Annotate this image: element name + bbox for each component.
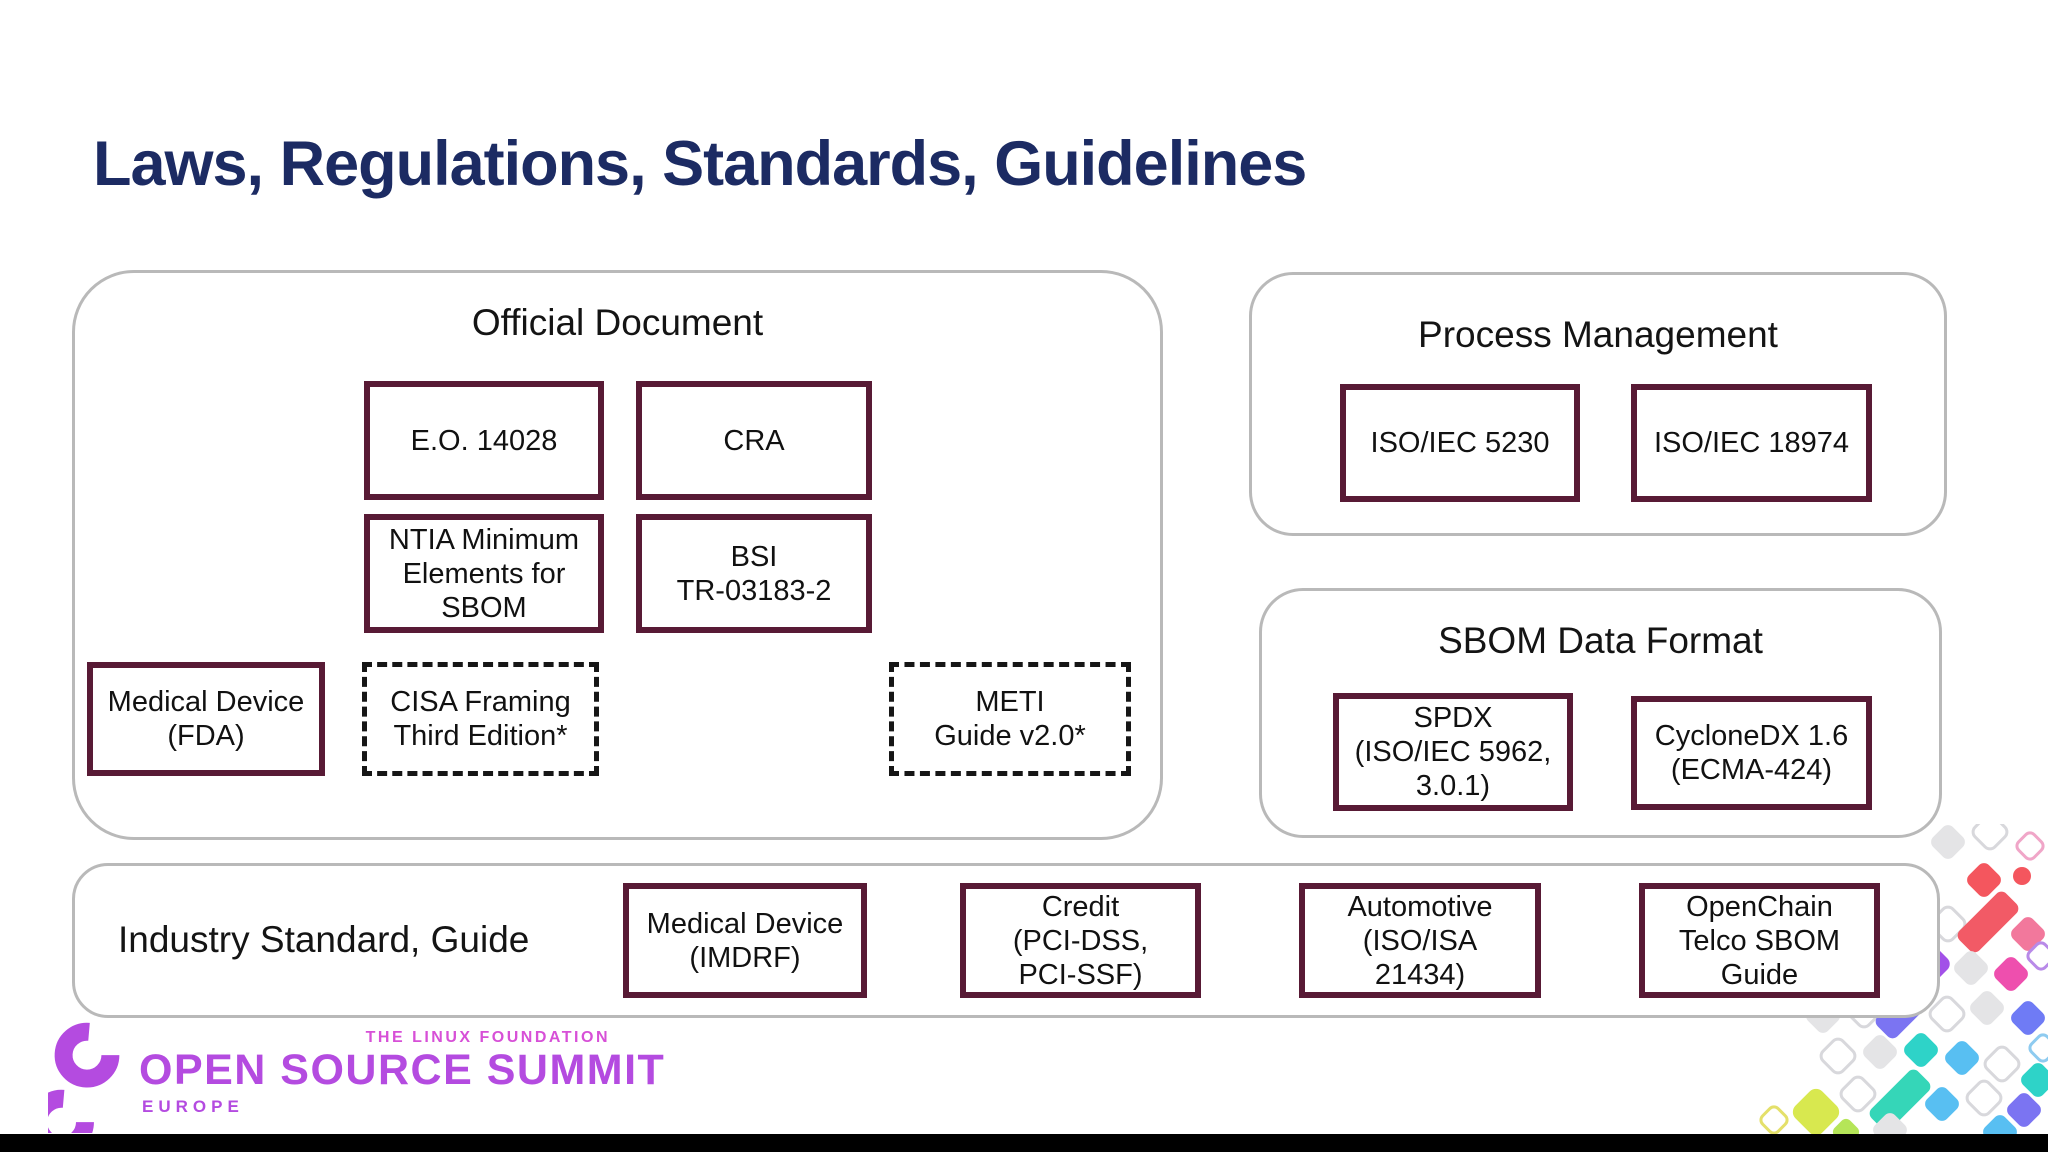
box-eo-14028: E.O. 14028 [364, 381, 604, 500]
box-automotive-iso-isa-21434: Automotive (ISO/ISA 21434) [1299, 883, 1541, 998]
letterbox-bar [0, 1134, 2048, 1152]
box-bsi-tr-03183-2: BSI TR-03183-2 [636, 514, 872, 633]
sbom-data-format-heading: SBOM Data Format [1438, 620, 1763, 661]
box-cisa-framing-third-edition: CISA Framing Third Edition* [362, 662, 599, 776]
box-meti-guide-v2: METI Guide v2.0* [889, 662, 1131, 776]
page-title: Laws, Regulations, Standards, Guidelines [93, 129, 1307, 199]
box-cra: CRA [636, 381, 872, 500]
open-source-summit-label: OPEN SOURCE SUMMIT [139, 1046, 666, 1094]
open-source-summit-s-icon [48, 1022, 120, 1133]
box-ntia-minimum-elements: NTIA Minimum Elements for SBOM [364, 514, 604, 633]
box-iso-iec-5230: ISO/IEC 5230 [1340, 384, 1580, 502]
box-cyclonedx: CycloneDX 1.6 (ECMA-424) [1631, 696, 1872, 810]
box-iso-iec-18974: ISO/IEC 18974 [1631, 384, 1872, 502]
box-spdx: SPDX (ISO/IEC 5962, 3.0.1) [1333, 693, 1573, 811]
process-management-heading: Process Management [1418, 314, 1778, 355]
europe-label: EUROPE [142, 1097, 244, 1116]
industry-standard-heading: Industry Standard, Guide [118, 919, 530, 960]
linux-foundation-label: THE LINUX FOUNDATION [365, 1029, 610, 1046]
box-medical-device-imdrf: Medical Device (IMDRF) [623, 883, 867, 998]
box-openchain-telco-sbom-guide: OpenChain Telco SBOM Guide [1639, 883, 1880, 998]
box-credit-pci: Credit (PCI-DSS, PCI-SSF) [960, 883, 1201, 998]
official-document-heading: Official Document [471, 302, 764, 343]
box-medical-device-fda: Medical Device (FDA) [87, 662, 325, 776]
